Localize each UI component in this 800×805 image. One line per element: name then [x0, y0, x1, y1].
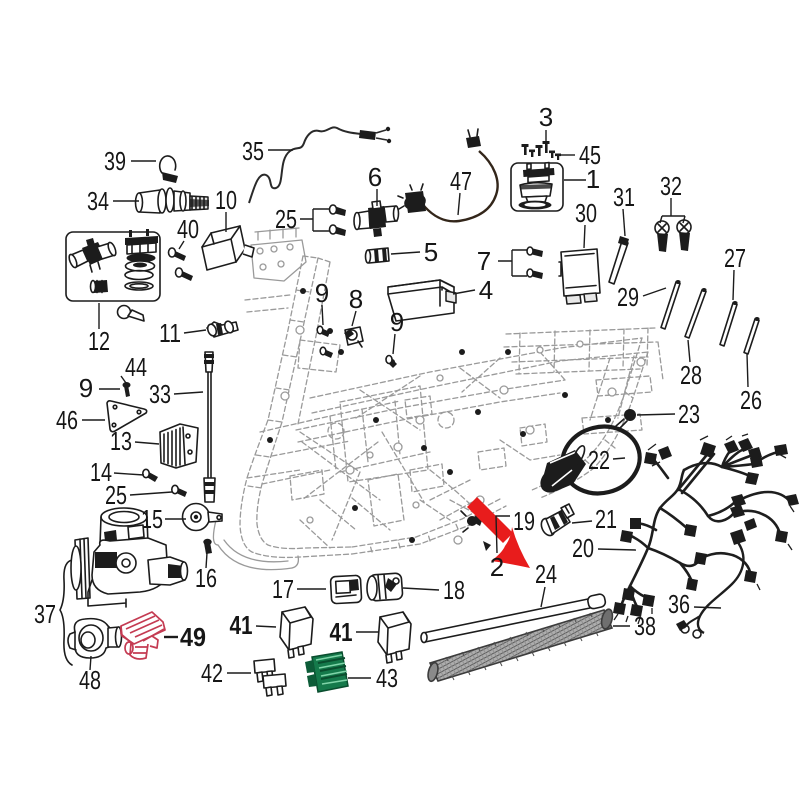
svg-text:26: 26	[740, 385, 762, 415]
svg-text:32: 32	[660, 171, 682, 201]
svg-text:21: 21	[595, 504, 617, 534]
svg-text:40: 40	[177, 214, 199, 244]
svg-text:31: 31	[613, 182, 635, 212]
svg-text:35: 35	[242, 136, 264, 166]
svg-text:4: 4	[479, 275, 493, 305]
svg-text:6: 6	[368, 162, 382, 192]
svg-text:42: 42	[201, 658, 223, 688]
svg-text:45: 45	[579, 140, 601, 170]
svg-text:48: 48	[79, 665, 101, 695]
svg-text:34: 34	[87, 186, 109, 216]
svg-text:38: 38	[634, 611, 656, 641]
svg-text:13: 13	[110, 426, 132, 456]
svg-text:37: 37	[34, 599, 56, 629]
svg-text:41: 41	[230, 610, 253, 640]
svg-text:8: 8	[349, 284, 363, 314]
svg-text:49: 49	[180, 622, 206, 652]
svg-text:28: 28	[680, 360, 702, 390]
svg-text:19: 19	[513, 506, 535, 536]
svg-text:15: 15	[141, 504, 163, 534]
svg-text:46: 46	[56, 405, 78, 435]
svg-text:29: 29	[617, 282, 639, 312]
svg-text:10: 10	[215, 185, 237, 215]
svg-text:11: 11	[159, 318, 181, 348]
svg-text:5: 5	[424, 237, 438, 267]
svg-text:36: 36	[668, 589, 690, 619]
svg-text:25: 25	[105, 480, 127, 510]
svg-text:7: 7	[477, 246, 491, 276]
svg-text:43: 43	[376, 663, 398, 693]
svg-text:41: 41	[330, 617, 353, 647]
svg-text:25: 25	[275, 204, 297, 234]
svg-text:1: 1	[586, 164, 600, 194]
svg-text:24: 24	[535, 559, 557, 589]
svg-text:2: 2	[490, 552, 504, 582]
svg-text:23: 23	[678, 399, 700, 429]
svg-text:33: 33	[149, 379, 171, 409]
svg-text:30: 30	[575, 198, 597, 228]
svg-text:22: 22	[588, 445, 610, 475]
svg-text:16: 16	[195, 563, 217, 593]
svg-text:17: 17	[272, 574, 294, 604]
svg-text:3: 3	[539, 102, 553, 132]
svg-text:27: 27	[724, 243, 746, 273]
svg-text:12: 12	[88, 326, 110, 356]
svg-text:9: 9	[315, 278, 329, 308]
svg-text:47: 47	[450, 166, 472, 196]
svg-text:14: 14	[90, 457, 112, 487]
svg-text:20: 20	[572, 533, 594, 563]
svg-text:9: 9	[390, 307, 404, 337]
svg-text:9: 9	[79, 373, 93, 403]
svg-text:18: 18	[443, 575, 465, 605]
svg-text:39: 39	[104, 146, 126, 176]
svg-text:44: 44	[125, 352, 147, 382]
